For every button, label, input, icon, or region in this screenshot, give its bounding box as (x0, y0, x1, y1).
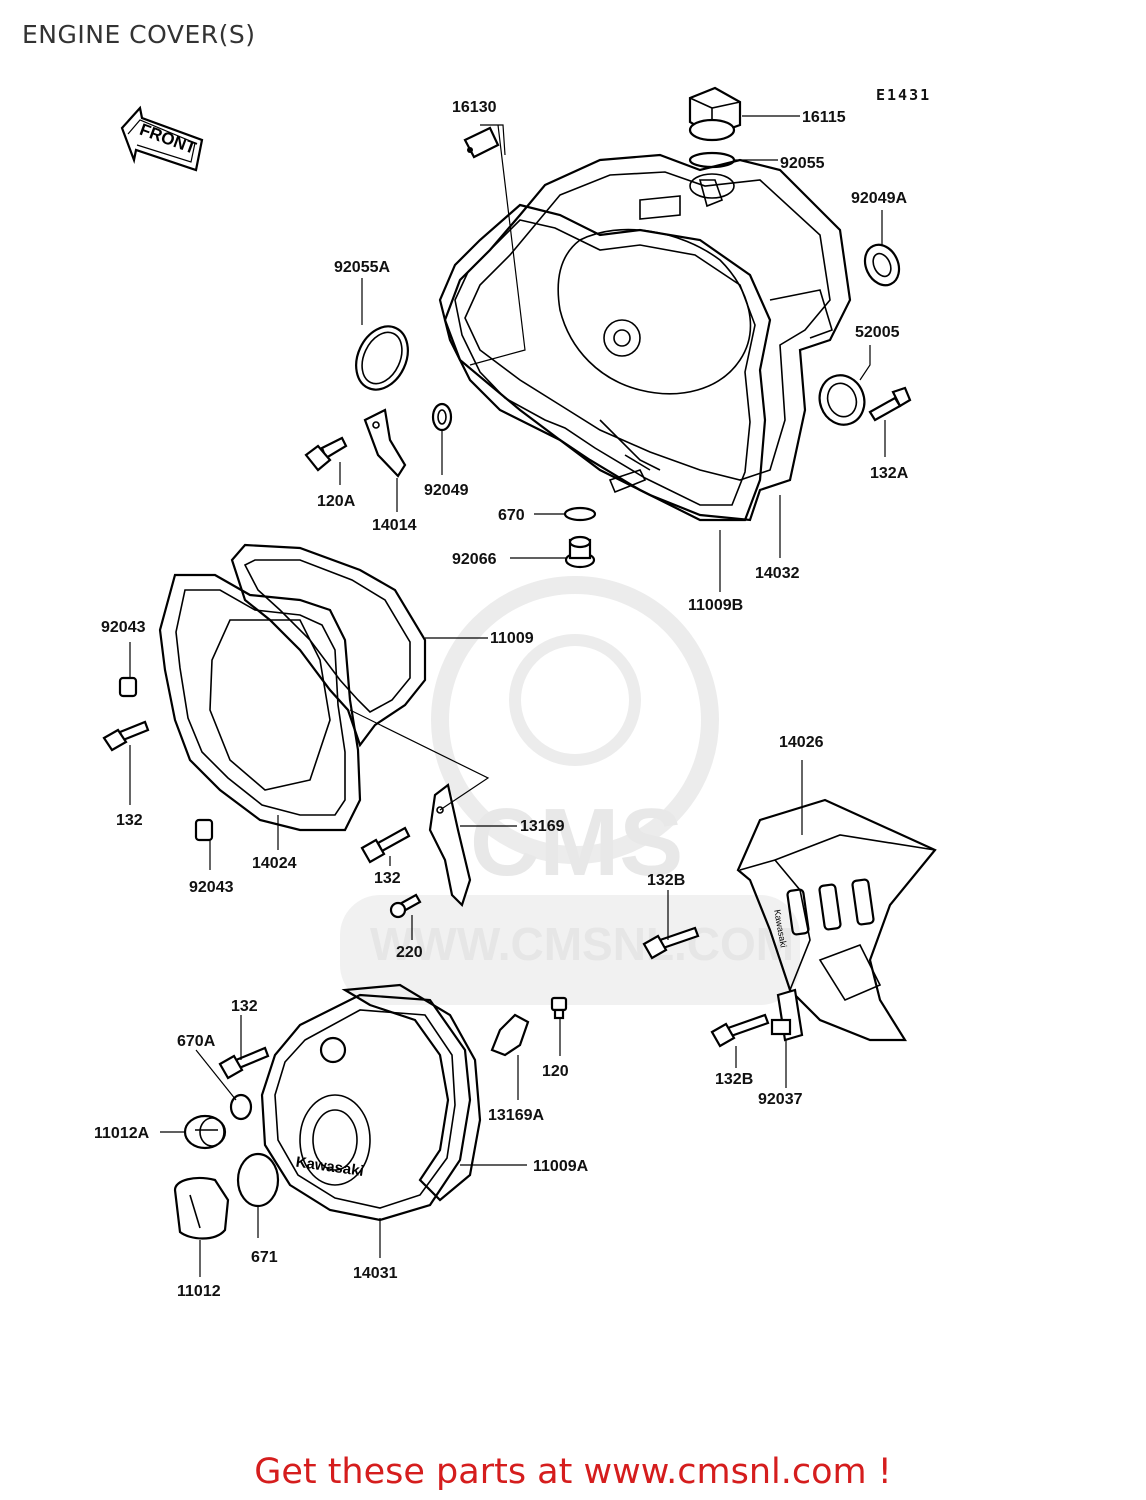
label-11009: 11009 (490, 630, 534, 647)
label-92055a: 92055A (334, 259, 390, 276)
bolt-132a (868, 386, 912, 422)
gasket-11009a (341, 983, 482, 1202)
page-title: ENGINE COVER(S) (22, 20, 256, 49)
label-14024: 14024 (252, 855, 297, 872)
crankcase-cover-14031: Kawasaki (260, 993, 472, 1222)
bracket-92037 (770, 988, 804, 1042)
label-13169a: 13169A (488, 1107, 544, 1124)
label-92043-lower: 92043 (189, 879, 234, 896)
screw-220 (389, 893, 422, 919)
label-132b-lower: 132B (715, 1071, 753, 1088)
watermark: CMS WWW.CMSNL.COM (340, 576, 800, 1005)
clutch-cover-14032 (443, 153, 852, 522)
o-ring-92055a (355, 325, 409, 391)
cap-11012 (173, 1176, 230, 1240)
label-670: 670 (498, 507, 525, 524)
label-14032: 14032 (755, 565, 800, 582)
oil-seal-92049a (863, 243, 901, 287)
gasket-670a (229, 1093, 253, 1121)
label-92066: 92066 (452, 551, 497, 568)
label-120a: 120A (317, 493, 356, 510)
label-14014: 14014 (372, 517, 417, 534)
dowel-92043-lower (194, 818, 214, 842)
label-132-mid: 132 (374, 870, 401, 887)
label-13169: 13169 (520, 818, 565, 835)
label-132a: 132A (870, 465, 909, 482)
label-11012a: 11012A (94, 1125, 150, 1142)
fitting-16130 (463, 126, 500, 159)
label-132-left: 132 (116, 812, 143, 829)
label-671: 671 (251, 1249, 278, 1266)
label-220: 220 (396, 944, 423, 961)
label-14026: 14026 (779, 734, 824, 751)
label-16130: 16130 (452, 99, 497, 116)
oil-filler-cap-16115 (688, 86, 742, 142)
dowel-92043-upper (118, 676, 138, 698)
label-14031: 14031 (353, 1265, 398, 1282)
watermark-url: WWW.CMSNL.COM (370, 918, 794, 970)
o-ring-92055 (688, 151, 736, 169)
cap-11012a (183, 1114, 227, 1150)
footer-link[interactable]: Get these parts at www.cmsnl.com ! (254, 1452, 892, 1492)
label-92049a: 92049A (851, 190, 907, 207)
label-11012: 11012 (177, 1283, 221, 1300)
gasket-670 (563, 506, 597, 522)
label-670a: 670A (177, 1033, 216, 1050)
o-ring-671 (236, 1152, 280, 1208)
bracket-14014 (363, 408, 407, 478)
sprocket-cover-14026: Kawasaki (736, 798, 937, 1042)
label-92043-upper: 92043 (101, 619, 146, 636)
bolt-132b-lower (710, 1013, 770, 1048)
bolt-120 (550, 996, 568, 1020)
generator-cover-14024 (158, 573, 362, 832)
bracket-13169a (490, 1013, 530, 1057)
label-16115: 16115 (802, 109, 846, 126)
bolt-132-lower (218, 1046, 270, 1080)
bearing-52005 (818, 374, 866, 426)
front-arrow-icon: FRONT (120, 105, 204, 172)
label-92055: 92055 (780, 155, 825, 172)
gasket-11009b (438, 203, 772, 522)
bolt-120a (304, 436, 348, 472)
cover-logo: Kawasaki (295, 1154, 365, 1180)
figure-code: E1431 (876, 86, 931, 104)
leader-lines (129, 115, 886, 1277)
oil-seal-92049 (431, 402, 453, 432)
label-92037: 92037 (758, 1091, 803, 1108)
watermark-brand: CMS (470, 789, 683, 896)
label-120: 120 (542, 1063, 569, 1080)
label-11009a: 11009A (533, 1158, 589, 1175)
label-92049: 92049 (424, 482, 469, 499)
bolt-132-mid (360, 826, 411, 864)
guide-13169 (428, 783, 472, 908)
label-132-lower: 132 (231, 998, 258, 1015)
bolt-132b-upper (642, 926, 700, 960)
part-labels: 16130 16115 92055 92049A 92055A 52005 12… (94, 99, 909, 1300)
plug-92066 (564, 535, 596, 569)
bolt-132-left (102, 720, 150, 752)
label-132b-upper: 132B (647, 872, 685, 889)
label-52005: 52005 (855, 324, 900, 341)
label-11009b: 11009B (688, 597, 743, 614)
